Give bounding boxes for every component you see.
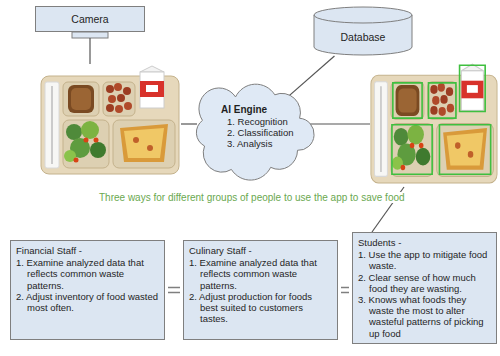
list-item: 2. Adjust inventory of food wasted most … bbox=[16, 291, 159, 313]
list-item: 2. Adjust production for foods best suit… bbox=[189, 291, 332, 325]
node-content: Camera bbox=[36, 7, 144, 31]
connector-line bbox=[287, 56, 335, 98]
node-content: Financial Staff -1. Examine analyzed dat… bbox=[11, 241, 164, 317]
database-cylinder: Database bbox=[313, 6, 413, 56]
cylinder-outline bbox=[314, 15, 412, 23]
list-item: 1. Examine analyzed data that reflects c… bbox=[189, 257, 332, 291]
equals-connector bbox=[341, 288, 349, 293]
device-box: Camera bbox=[35, 6, 145, 32]
analyzed-tray-photo bbox=[392, 65, 491, 174]
camera-stand bbox=[72, 32, 108, 38]
node-content: Database bbox=[313, 18, 413, 56]
caption-note: Three ways for different groups of peopl… bbox=[97, 192, 407, 203]
equals-connector bbox=[168, 287, 180, 289]
list-item: 3. Analysis bbox=[221, 138, 312, 149]
list-item: 1. Recognition bbox=[221, 116, 312, 127]
node-content: Culinary Staff -1. Examine analyzed data… bbox=[184, 241, 337, 328]
list-item: 1. Examine analyzed data that reflects c… bbox=[16, 257, 159, 291]
node-heading: Camera bbox=[71, 13, 108, 25]
user-group-box: Students -1. Use the app to mitigate foo… bbox=[352, 232, 497, 344]
list-item: 2. Classification bbox=[221, 127, 312, 138]
equals-connector bbox=[168, 288, 180, 293]
node-heading: Culinary Staff - bbox=[189, 245, 332, 256]
equals-connector bbox=[168, 292, 180, 294]
analyzed-tray-photo bbox=[428, 83, 455, 118]
leader-line bbox=[89, 38, 90, 64]
node-heading: Financial Staff - bbox=[16, 245, 159, 256]
node-heading: Students - bbox=[358, 237, 491, 248]
leader-line bbox=[309, 123, 370, 124]
node-heading: AI Engine bbox=[221, 104, 312, 116]
analyzed-tray-photo bbox=[371, 64, 497, 183]
node-content: AI Engine1. Recognition2. Classification… bbox=[188, 82, 312, 149]
camera-stand bbox=[72, 32, 108, 38]
lunch-tray-photo bbox=[41, 66, 179, 174]
user-group-box: Culinary Staff -1. Examine analyzed data… bbox=[183, 240, 338, 340]
list-item: 1. Use the app to mitigate food waste. bbox=[358, 249, 491, 271]
node-content: Students -1. Use the app to mitigate foo… bbox=[353, 233, 496, 343]
node-heading: Database bbox=[341, 31, 386, 43]
equals-connector bbox=[341, 292, 349, 294]
cylinder-outline bbox=[314, 7, 412, 55]
equals-connector bbox=[341, 287, 349, 289]
leader-line bbox=[181, 123, 197, 124]
analyzed-tray-photo bbox=[460, 65, 486, 111]
analyzed-tray-photo bbox=[392, 125, 432, 174]
user-group-box: Financial Staff -1. Examine analyzed dat… bbox=[10, 240, 165, 340]
cloud-outline bbox=[196, 84, 314, 180]
analyzed-tray-photo bbox=[439, 125, 490, 174]
analyzed-tray-photo bbox=[371, 64, 497, 183]
analyzed-tray-photo bbox=[393, 83, 422, 118]
list-item: 3. Knows what foods they waste the most … bbox=[358, 294, 491, 339]
list-item: 2. Clear sense of how much food they are… bbox=[358, 272, 491, 294]
engine-cloud: AI Engine1. Recognition2. Classification… bbox=[188, 82, 312, 178]
